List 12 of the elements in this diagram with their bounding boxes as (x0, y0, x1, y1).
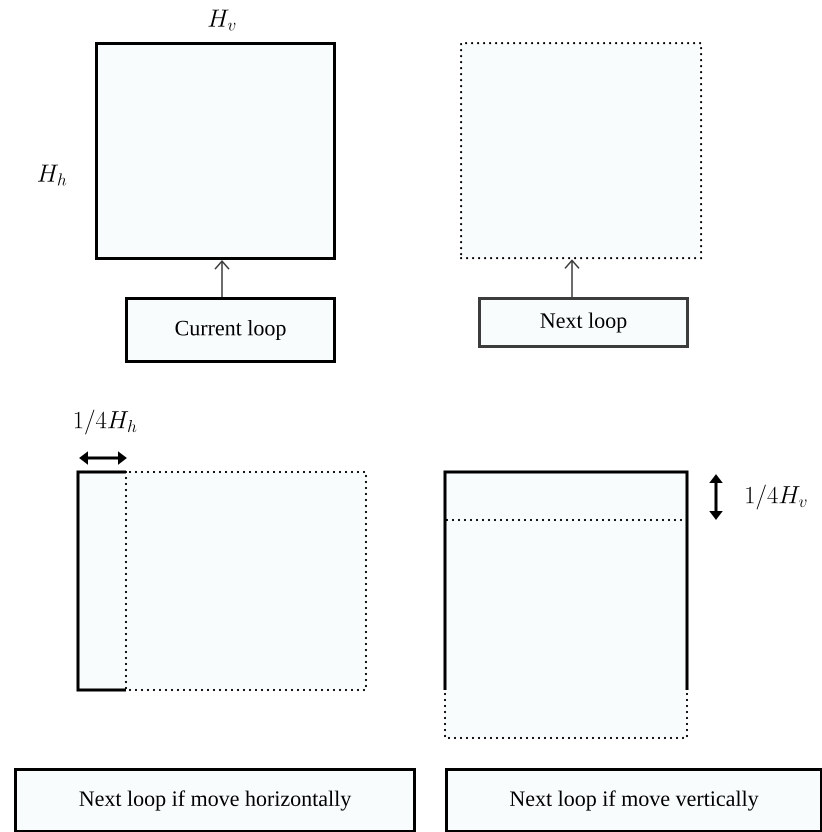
loop-square (460, 42, 702, 260)
caption-box: Next loop if move vertically (445, 768, 822, 832)
math-label: $H_h$ (38, 164, 66, 186)
caption-box: Next loop if move horizontally (14, 768, 416, 832)
caption-box: Next loop (478, 297, 689, 348)
arrow (564, 259, 580, 297)
math-label: $1/4H_v$ (746, 484, 806, 510)
math-label: $1/4H_h$ (74, 410, 136, 434)
caption-box: Current loop (125, 297, 336, 363)
arrow (214, 260, 230, 297)
math-label: $H_v$ (208, 10, 236, 31)
loop-square (95, 42, 336, 260)
